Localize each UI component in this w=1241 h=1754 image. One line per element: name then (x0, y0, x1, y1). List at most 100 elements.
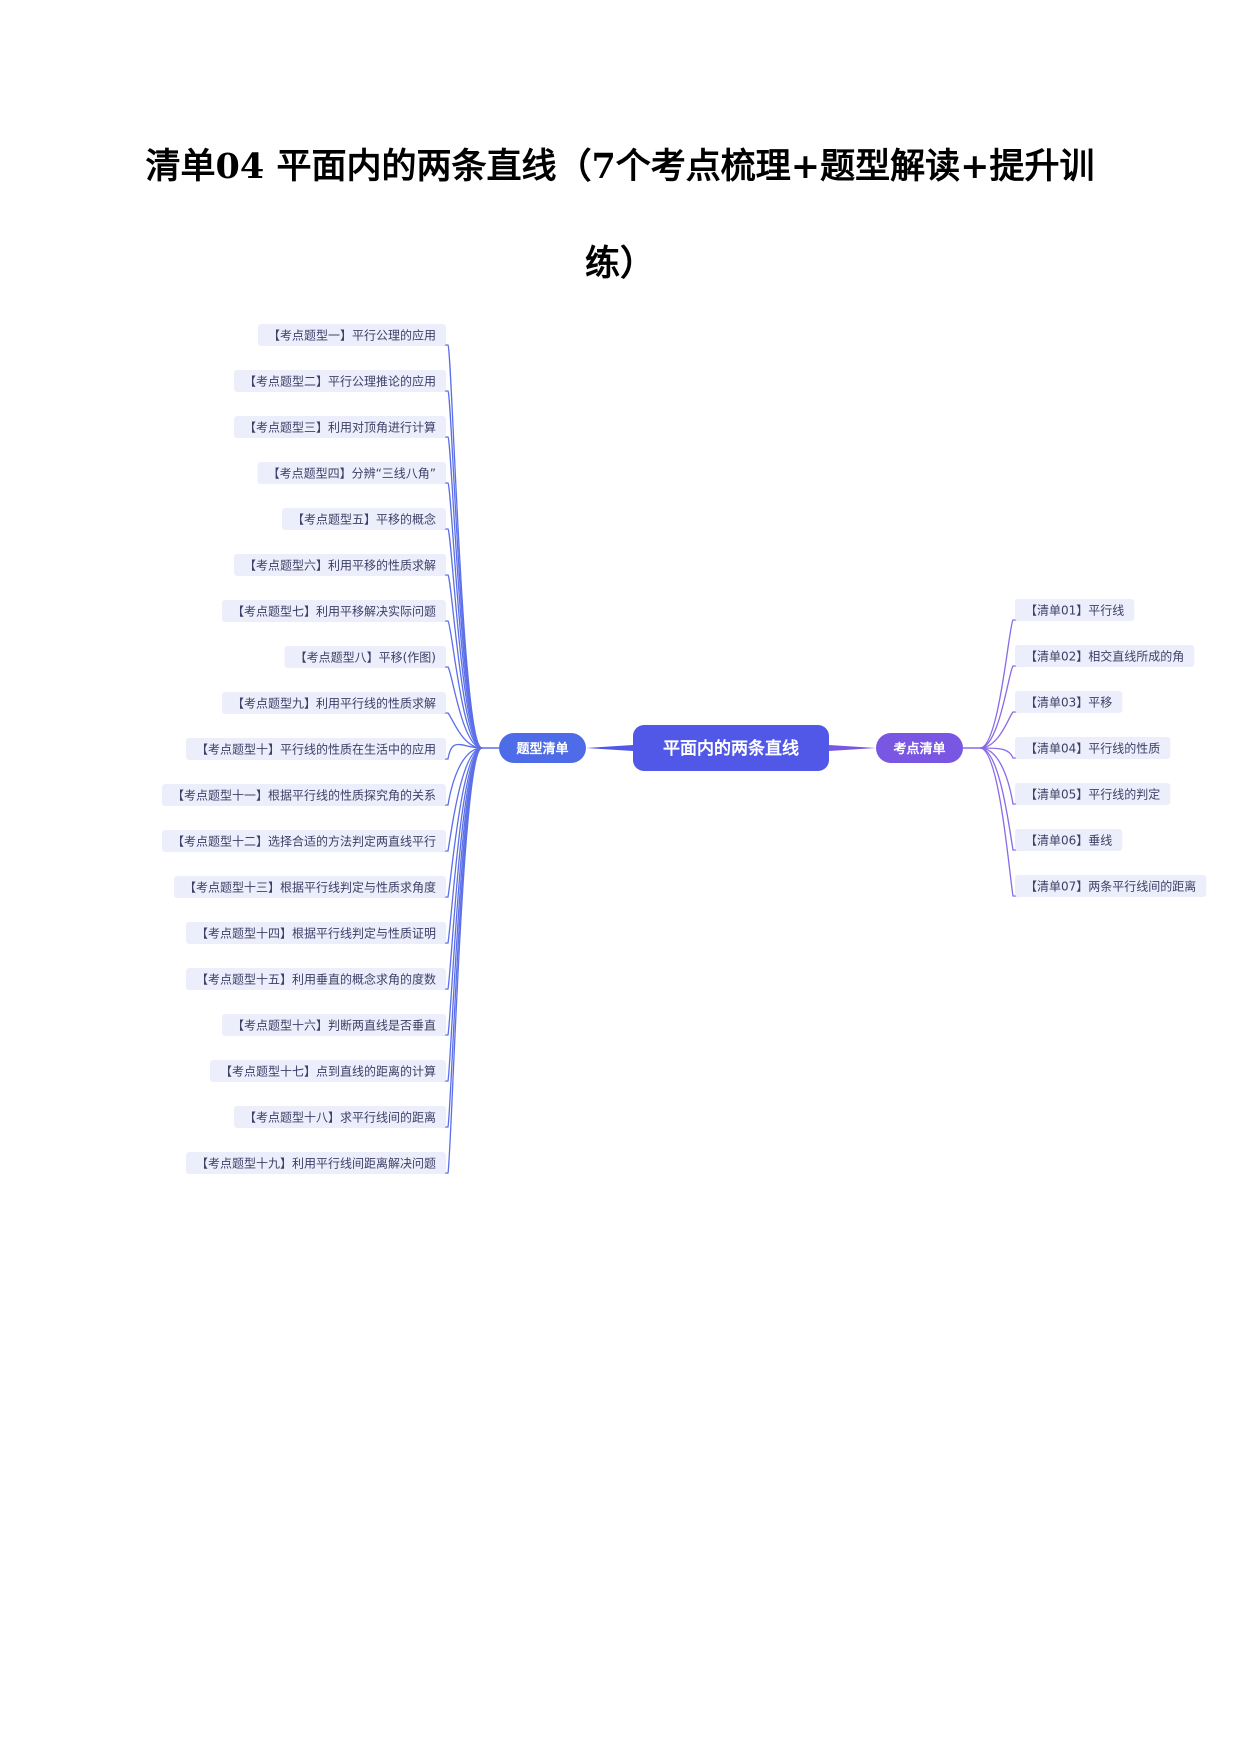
left-leaf-label: 【考点题型十一】根据平行线的性质探究角的关系 (172, 788, 436, 803)
right-connector (979, 619, 1017, 749)
right-connector (979, 747, 1017, 759)
left-leaf-node: 【考点题型十四】根据平行线判定与性质证明 (185, 922, 446, 944)
left-leaf-label: 【考点题型四】分辨“三线八角” (268, 467, 436, 481)
right-connector (979, 665, 1017, 749)
right-leaf-node: 【清单02】相交直线所成的角 (1015, 645, 1195, 667)
right-leaf-label: 【清单03】平移 (1025, 696, 1112, 710)
left-connector (444, 666, 483, 749)
left-connector (444, 747, 483, 898)
left-leaf-box (257, 462, 446, 484)
right-connector (979, 747, 1017, 851)
right-leaf-label: 【清单02】相交直线所成的角 (1025, 649, 1184, 664)
right-leaf-box (1015, 829, 1123, 851)
left-leaf-node: 【考点题型五】平移的概念 (281, 508, 446, 530)
left-leaf-box (257, 324, 446, 346)
left-leaf-label: 【考点题型十六】判断两直线是否垂直 (232, 1018, 436, 1033)
left-connector (444, 747, 483, 852)
left-connector (444, 528, 483, 749)
left-leaf-box (185, 1152, 446, 1174)
left-leaf-label: 【考点题型八】平移(作图) (295, 651, 436, 665)
right-connector (979, 747, 1017, 805)
left-connector (444, 482, 483, 749)
right-trunk-line (829, 745, 876, 751)
left-leaf-node: 【考点题型六】利用平移的性质求解 (233, 554, 446, 576)
right-leaf-label: 【清单07】两条平行线间的距离 (1025, 879, 1196, 894)
left-leaf-label: 【考点题型七】利用平移解决实际问题 (232, 604, 436, 619)
left-connector (444, 747, 483, 990)
left-leaf-node: 【考点题型十八】求平行线间的距离 (233, 1106, 446, 1128)
left-leaf-box (284, 646, 446, 668)
left-leaf-box (281, 508, 446, 530)
document-title: 清单04 平面内的两条直线（7个考点梳理+题型解读+提升训练） (145, 146, 1095, 284)
left-leaf-label: 【考点题型十】平行线的性质在生活中的应用 (196, 742, 436, 757)
left-leaf-label: 【考点题型十四】根据平行线判定与性质证明 (196, 926, 436, 941)
left-leaf-box (233, 416, 446, 438)
left-leaf-label: 【考点题型一】平行公理的应用 (268, 328, 436, 343)
left-branch-label: 题型清单 (516, 741, 568, 757)
left-connector (444, 574, 483, 749)
left-leaf-label: 【考点题型三】利用对顶角进行计算 (244, 420, 436, 435)
right-leaf-label: 【清单01】平行线 (1025, 604, 1124, 618)
left-leaf-box (185, 738, 446, 760)
right-leaf-node: 【清单07】两条平行线间的距离 (1015, 875, 1207, 897)
center-topic: 平面内的两条直线 (663, 738, 799, 759)
right-branch-label: 考点清单 (893, 741, 945, 757)
left-connector (444, 390, 483, 749)
left-leaf-node: 【考点题型二】平行公理推论的应用 (233, 370, 446, 392)
left-leaf-box (233, 1106, 446, 1128)
left-leaf-label: 【考点题型五】平移的概念 (292, 512, 436, 527)
right-branch-box (876, 733, 963, 763)
left-leaf-label: 【考点题型十三】根据平行线判定与性质求角度 (184, 880, 436, 895)
left-leaf-box (233, 370, 446, 392)
left-leaf-node: 【考点题型十九】利用平行线间距离解决问题 (185, 1152, 446, 1174)
right-leaf-label: 【清单05】平行线的判定 (1025, 787, 1160, 802)
left-leaf-node: 【考点题型十一】根据平行线的性质探究角的关系 (161, 784, 446, 806)
left-connector (444, 747, 483, 1174)
left-leaf-box (161, 830, 446, 852)
left-leaf-label: 【考点题型十九】利用平行线间距离解决问题 (196, 1156, 436, 1171)
left-leaf-node: 【考点题型十二】选择合适的方法判定两直线平行 (161, 830, 446, 852)
right-leaf-node: 【清单01】平行线 (1015, 599, 1135, 621)
right-leaf-box (1015, 737, 1171, 759)
left-leaf-node: 【考点题型三】利用对顶角进行计算 (233, 416, 446, 438)
left-connector (444, 436, 483, 749)
right-leaf-box (1015, 645, 1195, 667)
left-leaf-label: 【考点题型十八】求平行线间的距离 (244, 1110, 436, 1125)
left-leaf-label: 【考点题型二】平行公理推论的应用 (244, 374, 436, 389)
right-leaf-box (1015, 691, 1123, 713)
left-leaf-node: 【考点题型十七】点到直线的距离的计算 (209, 1060, 446, 1082)
right-leaf-node: 【清单03】平移 (1015, 691, 1123, 713)
left-leaf-node: 【考点题型八】平移(作图) (284, 646, 446, 668)
left-leaf-node: 【考点题型十五】利用垂直的概念求角的度数 (185, 968, 446, 990)
left-trunk-line (586, 745, 633, 751)
left-connector (444, 747, 483, 944)
left-leaf-box (221, 1014, 446, 1036)
left-leaf-box (185, 922, 446, 944)
left-connector (444, 743, 483, 760)
left-connector (444, 712, 483, 749)
left-leaf-box (233, 554, 446, 576)
left-connector (444, 747, 483, 806)
left-leaf-node: 【考点题型九】利用平行线的性质求解 (221, 692, 446, 714)
right-leaf-box (1015, 599, 1135, 621)
right-leaf-node: 【清单05】平行线的判定 (1015, 783, 1171, 805)
left-leaf-node: 【考点题型十六】判断两直线是否垂直 (221, 1014, 446, 1036)
left-leaf-node: 【考点题型一】平行公理的应用 (257, 324, 446, 346)
center-topic-box (633, 725, 829, 771)
connector-lines (444, 344, 1017, 1174)
left-leaf-label: 【考点题型六】利用平移的性质求解 (244, 558, 436, 573)
right-connector (979, 747, 1017, 897)
left-leaf-box (221, 692, 446, 714)
left-leaf-node: 【考点题型十】平行线的性质在生活中的应用 (185, 738, 446, 760)
left-leaf-node: 【考点题型七】利用平移解决实际问题 (221, 600, 446, 622)
left-leaf-label: 【考点题型十五】利用垂直的概念求角的度数 (196, 972, 436, 987)
left-leaf-box (221, 600, 446, 622)
right-leaf-box (1015, 875, 1207, 897)
right-leaf-label: 【清单06】垂线 (1025, 834, 1112, 848)
left-leaf-node: 【考点题型四】分辨“三线八角” (257, 462, 446, 484)
mind-map-nodes: 平面内的两条直线 题型清单 考点清单 【考点题型一】平行公理的应用【考点题型二】平行公… (161, 324, 1207, 1174)
left-leaf-box (209, 1060, 446, 1082)
left-leaf-label: 【考点题型十七】点到直线的距离的计算 (220, 1064, 436, 1079)
right-connector (979, 711, 1017, 749)
